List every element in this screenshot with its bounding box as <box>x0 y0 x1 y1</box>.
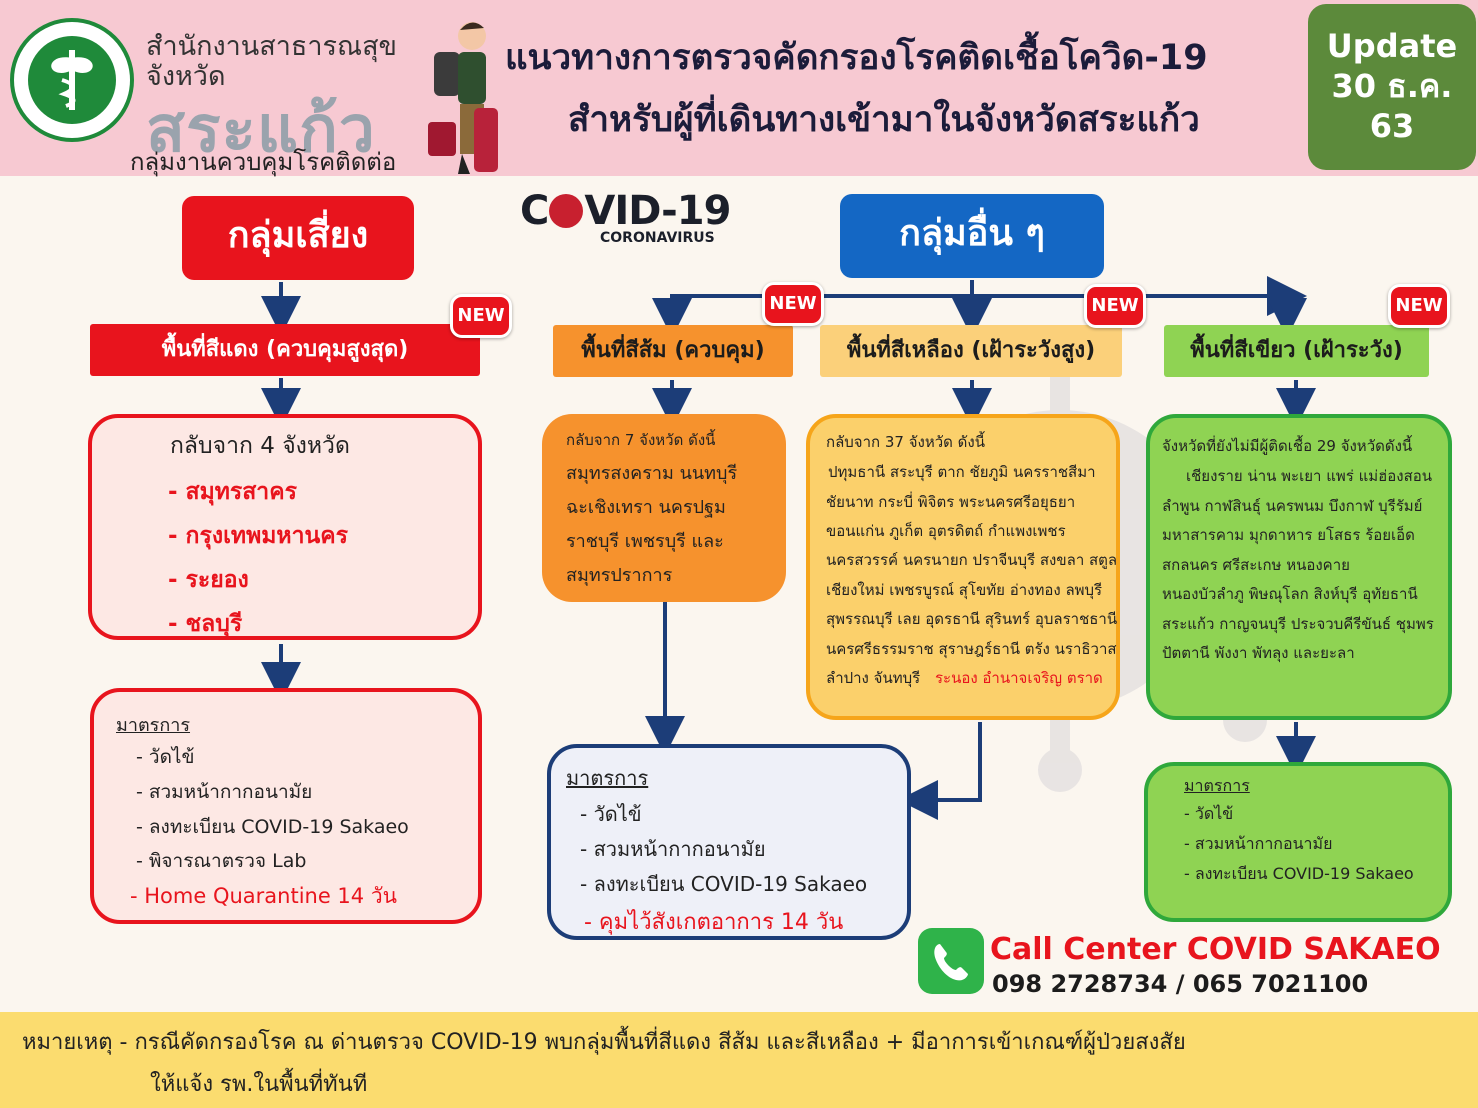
header-banner: สำนักงานสาธารณสุข จังหวัด สระแก้ว กลุ่มง… <box>0 0 1478 176</box>
footer-note-line1: หมายเหตุ - กรณีคัดกรองโรค ณ ด่านตรวจ COV… <box>22 1030 1186 1055</box>
call-center-title: Call Center COVID SAKAEO <box>990 932 1441 967</box>
green-province-line: ลำพูน กาฬสินธุ์ นครพนม บึงกาฬ บุรีรัมย์ <box>1162 497 1423 515</box>
green-measure-item: - ลงทะเบียน COVID-19 Sakaeo <box>1184 864 1414 883</box>
yellow-province-line: ชัยนาท กระบี่ พิจิตร พระนครศรีอยุธยา <box>826 493 1076 511</box>
green-zone-provinces-box <box>1146 414 1452 720</box>
yellow-province-line-last: ลำปาง จันทบุรี ระนอง อำนาจเจริญ ตราด <box>826 666 1103 690</box>
red-measures-title: มาตรการ <box>116 715 191 736</box>
orange-province-line: ราชบุรี เพชรบุรี และ <box>566 531 724 552</box>
new-badge-green: NEW <box>1388 284 1450 328</box>
orange-zone-provinces-box <box>542 414 786 602</box>
yellow-zone-provinces-box <box>806 414 1120 720</box>
green-zone-label: พื้นที่สีเขียว (เฝ้าระวัง) <box>1164 325 1429 377</box>
yellow-province-line: สุพรรณบุรี เลย อุดรธานี สุรินทร์ อุบลราช… <box>826 610 1118 628</box>
yellow-zone-label: พื้นที่สีเหลือง (เฝ้าระวังสูง) <box>820 325 1122 377</box>
red-province-item: - กรุงเทพมหานคร <box>168 523 348 549</box>
update-date-badge: Update 30 ธ.ค. 63 <box>1308 4 1476 170</box>
red-zone-title: กลับจาก 4 จังหวัด <box>170 433 350 459</box>
yellow-province-line: ปทุมธานี สระบุรี ตาก ชัยภูมิ นครราชสีมา <box>828 463 1096 481</box>
yellow-province-line: นครศรีธรรมราช สุราษฎร์ธานี ตรัง นราธิวาส <box>826 640 1117 658</box>
red-province-item: - สมุทรสาคร <box>168 479 297 505</box>
yellow-province-line: นครสวรรค์ นครนายก ปราจีนบุรี สงขลา สตูล <box>826 551 1118 569</box>
other-measures-box <box>547 744 911 940</box>
red-measure-item: - วัดไข้ <box>136 746 195 768</box>
other-measure-highlight: - คุมไว้สังเกตอาการ 14 วัน <box>584 910 844 935</box>
yellow-zone-title: กลับจาก 37 จังหวัด ดังนี้ <box>826 433 985 451</box>
other-measures-title: มาตรการ <box>566 766 649 790</box>
green-measures-title: มาตรการ <box>1184 776 1250 795</box>
new-badge-orange: NEW <box>762 282 824 326</box>
org-province: สระแก้ว <box>146 93 376 167</box>
main-title-line2: สำหรับผู้ที่เดินทางเข้ามาในจังหวัดสระแก้… <box>568 100 1200 140</box>
update-year: 63 <box>1369 107 1415 145</box>
yellow-province-last: ลำปาง จันทบุรี <box>826 669 921 687</box>
green-zone-title: จังหวัดที่ยังไม่มีผู้ติดเชื้อ 29 จังหวัด… <box>1162 437 1413 455</box>
red-zone-provinces-box <box>88 414 482 640</box>
main-title-line1: แนวทางการตรวจคัดกรองโรคติดเชื้อโควิด-19 <box>505 38 1208 78</box>
red-measure-item: - ลงทะเบียน COVID-19 Sakaeo <box>136 816 409 838</box>
red-measures-box <box>90 688 482 924</box>
footer-note <box>0 1012 1478 1108</box>
other-measure-item: - สวมหน้ากากอนามัย <box>580 837 766 861</box>
ministry-of-public-health-logo <box>10 18 134 142</box>
green-province-line: มหาสารคาม มุกดาหาร ยโสธร ร้อยเอ็ด <box>1162 526 1415 544</box>
org-name-line2: จังหวัด <box>146 61 226 92</box>
red-province-item: - ชลบุรี <box>168 611 243 637</box>
yellow-province-line: ขอนแก่น ภูเก็ต อุตรดิตถ์ กำแพงเพชร <box>826 522 1066 540</box>
virus-icon <box>549 194 584 228</box>
phone-icon <box>918 928 984 994</box>
red-province-item: - ระยอง <box>168 567 249 593</box>
red-zone-label: พื้นที่สีแดง (ควบคุมสูงสุด) <box>90 324 480 376</box>
risk-group-header: กลุ่มเสี่ยง <box>182 196 414 280</box>
red-measure-item: - พิจารณาตรวจ Lab <box>136 850 307 872</box>
new-badge-red: NEW <box>450 294 512 338</box>
update-date: 30 ธ.ค. <box>1331 67 1453 105</box>
orange-province-line: สมุทรปราการ <box>566 565 673 586</box>
green-measure-item: - วัดไข้ <box>1184 804 1234 823</box>
other-measure-item: - วัดไข้ <box>580 802 642 826</box>
traveler-illustration <box>428 22 498 174</box>
green-province-line: สระแก้ว กาญจนบุรี ประจวบคีรีขันธ์ ชุมพร <box>1162 615 1434 633</box>
new-badge-yellow: NEW <box>1084 284 1146 328</box>
green-province-line: เชียงราย น่าน พะเยา แพร่ แม่ฮ่องสอน <box>1186 467 1433 485</box>
red-measure-highlight: - Home Quarantine 14 วัน <box>130 884 397 908</box>
update-label: Update <box>1326 27 1458 65</box>
call-center-phones: 098 2728734 / 065 7021100 <box>992 970 1369 998</box>
orange-zone-label: พื้นที่สีส้ม (ควบคุม) <box>553 325 793 377</box>
org-division: กลุ่มงานควบคุมโรคติดต่อ <box>130 148 397 176</box>
orange-zone-title: กลับจาก 7 จังหวัด ดังนี้ <box>566 431 716 449</box>
green-province-line: ปัตตานี พังงา พัทลุง และยะลา <box>1162 644 1355 662</box>
other-measure-item: - ลงทะเบียน COVID-19 Sakaeo <box>580 872 868 896</box>
coronavirus-label: CORONAVIRUS <box>600 230 715 246</box>
red-measure-item: - สวมหน้ากากอนามัย <box>136 781 313 803</box>
footer-note-line2: ให้แจ้ง รพ.ในพื้นที่ทันที <box>150 1072 368 1097</box>
green-province-line: สกลนคร ศรีสะเกษ หนองคาย <box>1162 556 1350 574</box>
green-province-line: หนองบัวลำภู พิษณุโลก สิงห์บุรี อุทัยธานี <box>1162 585 1418 603</box>
yellow-province-new: ระนอง อำนาจเจริญ ตราด <box>934 669 1103 687</box>
orange-province-line: ฉะเชิงเทรา นครปฐม <box>566 497 726 518</box>
orange-province-line: สมุทรสงคราม นนทบุรี <box>566 463 738 484</box>
green-measure-item: - สวมหน้ากากอนามัย <box>1184 834 1333 853</box>
other-group-header: กลุ่มอื่น ๆ <box>840 194 1104 278</box>
org-name-line1: สำนักงานสาธารณสุข <box>146 31 398 62</box>
yellow-province-line: เชียงใหม่ เพชรบูรณ์ สุโขทัย อ่างทอง ลพบุ… <box>826 581 1103 599</box>
green-measures-box <box>1144 762 1452 922</box>
